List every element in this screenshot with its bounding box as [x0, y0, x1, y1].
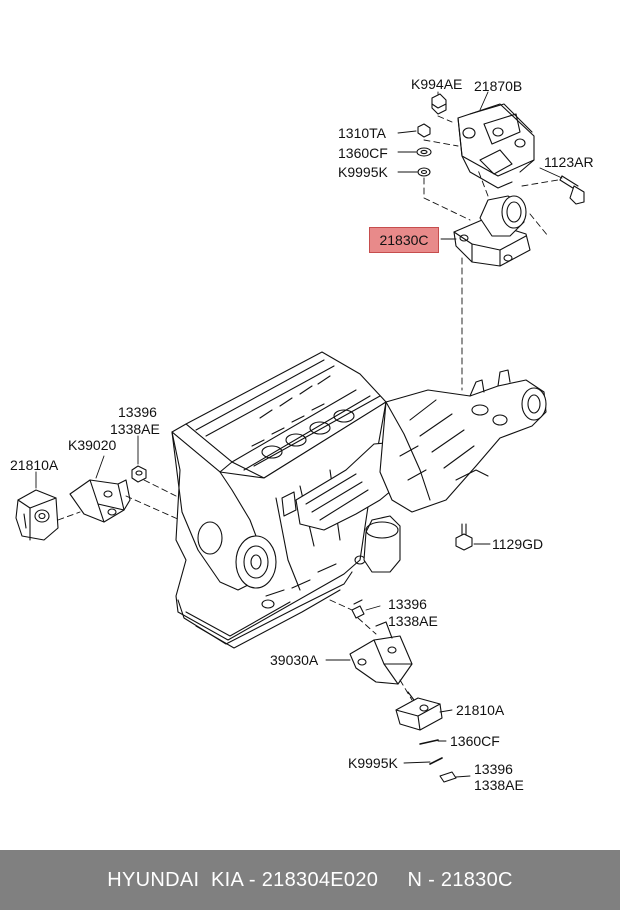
label-1123ar: 1123AR — [544, 154, 594, 170]
left-nut-13396 — [131, 465, 147, 483]
label-21810a-right: 21810A — [456, 702, 505, 718]
lower-nut-13396 — [351, 599, 365, 619]
label-21810a-left: 21810A — [10, 457, 59, 473]
nut-k994ae — [431, 93, 447, 115]
mount-21830c-drawing — [453, 195, 531, 267]
dashed-guides-bottom — [329, 599, 413, 701]
label-k39020: K39020 — [68, 437, 117, 453]
dashed-guides-left — [57, 479, 181, 521]
bolt-1129gd — [455, 523, 491, 551]
label-1360cf-top: 1360CF — [338, 145, 388, 161]
label-39030a: 39030A — [270, 652, 319, 668]
washer-1360cf — [416, 147, 432, 157]
label-13396-left: 13396 — [118, 404, 157, 420]
left-bracket-k39020 — [69, 479, 131, 523]
label-21830c: 21830C — [379, 232, 429, 248]
lower-nut-13396-bottom — [439, 771, 457, 783]
left-mount-21810a — [15, 489, 59, 541]
label-1129gd: 1129GD — [492, 536, 544, 552]
label-13396-mid: 13396 — [388, 596, 427, 612]
washer-k9995k — [417, 167, 431, 177]
leader-lines-left — [35, 435, 139, 489]
part-number-footer: HYUNDAI KIA - 218304E020 N - 21830C — [0, 850, 620, 910]
label-21870b: 21870B — [474, 78, 523, 94]
leader-lines-top — [397, 91, 563, 240]
bracket-21870b-drawing — [457, 103, 535, 189]
label-13396-bottom: 13396 — [474, 761, 513, 777]
transmission-drawing — [379, 369, 547, 513]
lower-washer-1360cf — [419, 739, 439, 745]
lower-washer-k9995k — [429, 757, 443, 765]
label-1338ae-bottom: 1338AE — [474, 777, 524, 793]
dashed-guides-top — [423, 115, 559, 391]
label-1338ae-left: 1338AE — [110, 421, 160, 437]
leader-lines-bottom — [325, 605, 471, 778]
bolt-1123ar — [559, 175, 585, 205]
label-1310ta: 1310TA — [338, 125, 386, 141]
highlighted-part-21830c: 21830C — [369, 227, 439, 253]
label-1360cf-bottom: 1360CF — [450, 733, 500, 749]
engine-mount-diagram — [15, 91, 585, 783]
label-k9995k-bottom: K9995K — [348, 755, 398, 771]
lower-bracket-39030a — [349, 621, 413, 685]
nut-1310ta — [417, 123, 431, 138]
lower-mount-21810a — [395, 691, 443, 731]
label-k994ae: K994AE — [411, 76, 463, 92]
label-1338ae-mid: 1338AE — [388, 613, 438, 629]
label-k9995k-top: K9995K — [338, 164, 388, 180]
footer-text: HYUNDAI KIA - 218304E020 N - 21830C — [107, 868, 513, 891]
engine-block-drawing — [171, 351, 409, 649]
